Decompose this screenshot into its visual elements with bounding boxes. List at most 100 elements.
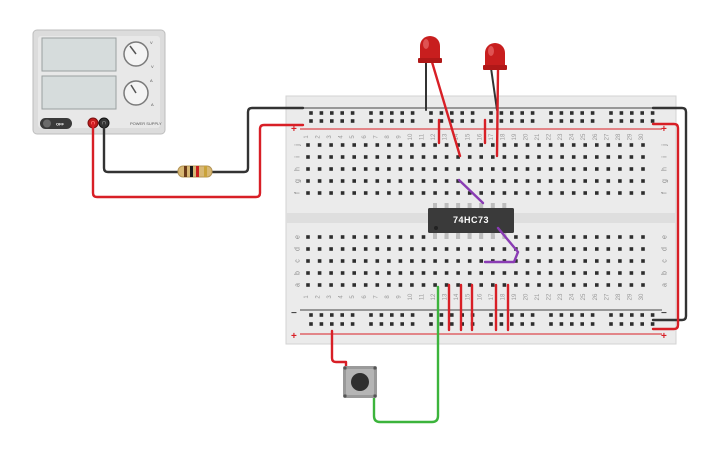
breadboard-hole[interactable] [491, 191, 495, 195]
breadboard-hole[interactable] [398, 155, 403, 159]
breadboard-hole[interactable] [317, 155, 322, 159]
breadboard-hole[interactable] [595, 155, 599, 159]
breadboard-hole[interactable] [583, 143, 587, 147]
breadboard-hole[interactable] [340, 155, 345, 159]
breadboard-hole[interactable] [410, 155, 414, 159]
breadboard-hole[interactable] [502, 271, 507, 275]
breadboard-hole[interactable] [571, 155, 576, 159]
breadboard-hole[interactable] [306, 167, 310, 171]
breadboard-hole[interactable] [456, 143, 460, 147]
breadboard-hole[interactable] [433, 167, 437, 171]
breadboard-hole[interactable] [421, 247, 426, 251]
breadboard-hole[interactable] [479, 179, 483, 183]
breadboard-hole[interactable] [514, 283, 518, 287]
breadboard-hole[interactable] [595, 259, 599, 263]
breadboard-hole[interactable] [467, 247, 472, 251]
breadboard-hole[interactable] [444, 271, 449, 275]
breadboard-hole[interactable] [387, 283, 391, 287]
led-2[interactable] [483, 43, 507, 70]
breadboard-hole[interactable] [329, 247, 333, 251]
breadboard-hole[interactable] [525, 143, 530, 147]
breadboard-hole[interactable] [467, 179, 472, 183]
breadboard-hole[interactable] [619, 119, 624, 123]
push-button[interactable] [343, 366, 377, 398]
breadboard-hole[interactable] [629, 191, 634, 195]
breadboard-hole[interactable] [499, 313, 504, 317]
breadboard-hole[interactable] [525, 179, 530, 183]
breadboard-hole[interactable] [606, 283, 611, 287]
breadboard-hole[interactable] [640, 111, 644, 115]
breadboard-hole[interactable] [317, 271, 322, 275]
breadboard-hole[interactable] [429, 313, 433, 317]
breadboard-hole[interactable] [410, 283, 414, 287]
breadboard-hole[interactable] [514, 191, 518, 195]
breadboard-hole[interactable] [340, 119, 344, 123]
breadboard-hole[interactable] [537, 143, 541, 147]
breadboard-hole[interactable] [560, 283, 564, 287]
breadboard-hole[interactable] [410, 179, 414, 183]
breadboard-hole[interactable] [525, 167, 530, 171]
breadboard-hole[interactable] [467, 167, 472, 171]
wire-black-rail[interactable] [210, 106, 305, 174]
breadboard-hole[interactable] [491, 155, 495, 159]
breadboard-hole[interactable] [650, 111, 655, 115]
breadboard-hole[interactable] [398, 191, 403, 195]
breadboard-hole[interactable] [489, 313, 493, 317]
breadboard-hole[interactable] [350, 119, 355, 123]
wire-purple[interactable] [457, 178, 485, 205]
breadboard-hole[interactable] [525, 259, 530, 263]
breadboard-hole[interactable] [514, 143, 518, 147]
breadboard-hole[interactable] [583, 247, 587, 251]
breadboard-hole[interactable] [400, 119, 404, 123]
breadboard-hole[interactable] [560, 155, 564, 159]
breadboard-hole[interactable] [479, 247, 483, 251]
breadboard-hole[interactable] [520, 313, 524, 317]
breadboard-hole[interactable] [369, 313, 373, 317]
breadboard-hole[interactable] [641, 235, 645, 239]
breadboard-hole[interactable] [571, 167, 576, 171]
breadboard-hole[interactable] [520, 119, 524, 123]
breadboard-hole[interactable] [317, 247, 322, 251]
breadboard-hole[interactable] [510, 119, 514, 123]
breadboard-hole[interactable] [317, 191, 322, 195]
breadboard-hole[interactable] [571, 143, 576, 147]
breadboard-hole[interactable] [641, 155, 645, 159]
breadboard-hole[interactable] [352, 143, 356, 147]
breadboard-hole[interactable] [306, 143, 310, 147]
breadboard-hole[interactable] [590, 111, 595, 115]
breadboard-hole[interactable] [352, 247, 356, 251]
breadboard-hole[interactable] [363, 179, 368, 183]
breadboard-hole[interactable] [502, 143, 507, 147]
resistor[interactable] [177, 165, 213, 178]
breadboard-hole[interactable] [499, 111, 504, 115]
breadboard-hole[interactable] [387, 259, 391, 263]
breadboard-hole[interactable] [618, 283, 622, 287]
breadboard-hole[interactable] [319, 313, 324, 317]
breadboard-hole[interactable] [549, 119, 553, 123]
breadboard-hole[interactable] [580, 313, 584, 317]
breadboard-hole[interactable] [433, 155, 437, 159]
breadboard-hole[interactable] [433, 271, 437, 275]
breadboard-hole[interactable] [340, 111, 344, 115]
breadboard-hole[interactable] [571, 191, 576, 195]
breadboard-hole[interactable] [379, 119, 384, 123]
breadboard-hole[interactable] [548, 167, 553, 171]
led-1[interactable] [418, 36, 442, 63]
breadboard-hole[interactable] [400, 111, 404, 115]
breadboard-hole[interactable] [467, 143, 472, 147]
breadboard-hole[interactable] [514, 271, 518, 275]
breadboard-hole[interactable] [330, 111, 334, 115]
breadboard-hole[interactable] [502, 191, 507, 195]
breadboard-hole[interactable] [456, 191, 460, 195]
breadboard-hole[interactable] [537, 167, 541, 171]
breadboard-hole[interactable] [560, 271, 564, 275]
breadboard-hole[interactable] [514, 259, 518, 263]
breadboard-hole[interactable] [629, 167, 634, 171]
breadboard-hole[interactable] [329, 271, 333, 275]
breadboard-hole[interactable] [309, 111, 313, 115]
breadboard-hole[interactable] [363, 235, 368, 239]
breadboard-hole[interactable] [537, 235, 541, 239]
breadboard-hole[interactable] [629, 259, 634, 263]
breadboard-hole[interactable] [329, 235, 333, 239]
breadboard-hole[interactable] [525, 283, 530, 287]
